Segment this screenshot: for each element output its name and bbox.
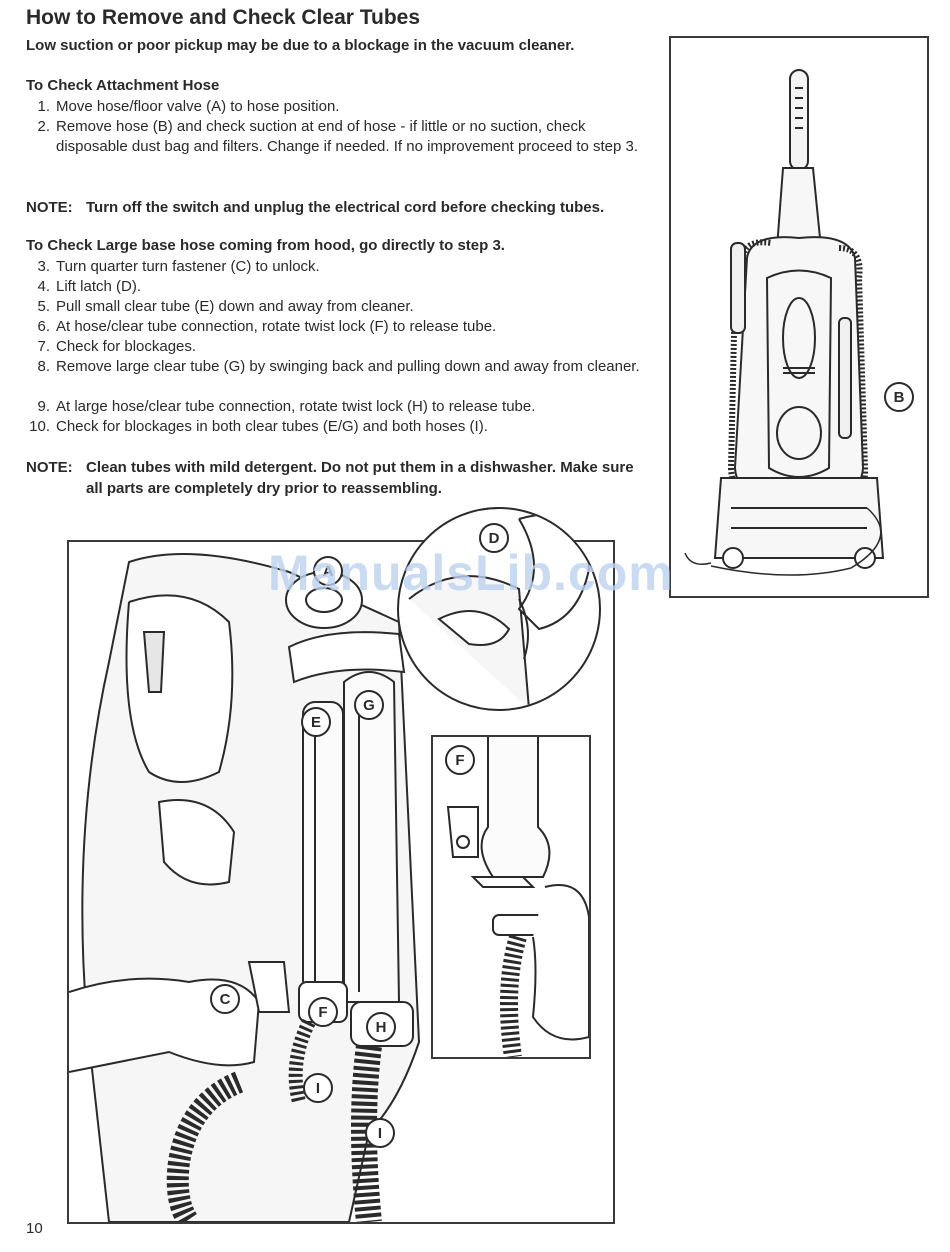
section-heading-attachment-hose: To Check Attachment Hose — [26, 77, 220, 94]
tubes-illustration-frame: A E G C F H I I — [67, 540, 615, 1224]
list-item: 7.Check for blockages. — [37, 338, 197, 355]
list-item: 2.Remove hose (B) and check suction at e… — [37, 118, 639, 155]
callout-f-inset: F — [445, 745, 475, 775]
list-item: 4.Lift latch (D). — [37, 278, 142, 295]
vacuum-tubes-illustration — [69, 553, 430, 1222]
list-item: 1.Move hose/floor valve (A) to hose posi… — [37, 98, 340, 115]
vacuum-illustration-frame: B — [669, 36, 929, 598]
callout-i-left: I — [303, 1073, 333, 1103]
upright-vacuum-illustration — [684, 69, 885, 576]
callout-c: C — [210, 984, 240, 1014]
list-item: 3.Turn quarter turn fastener (C) to unlo… — [37, 258, 320, 275]
callout-f-main: F — [308, 997, 338, 1027]
list-item: 5.Pull small clear tube (E) down and awa… — [37, 298, 414, 315]
page-title: How to Remove and Check Clear Tubes — [26, 6, 421, 29]
callout-h: H — [366, 1012, 396, 1042]
callout-b: B — [884, 382, 914, 412]
callout-g: G — [354, 690, 384, 720]
watermark: ManualsLib.com — [268, 545, 674, 601]
callout-d: D — [479, 523, 509, 553]
page-number: 10 — [26, 1220, 43, 1237]
list-item: 8.Remove large clear tube (G) by swingin… — [37, 358, 640, 375]
list-item: 9.At large hose/clear tube connection, r… — [37, 398, 536, 415]
latch-detail-inset: D — [397, 507, 601, 711]
list-item: 10.Check for blockages in both clear tub… — [29, 418, 488, 435]
twist-lock-detail-inset: F — [431, 735, 591, 1059]
twist-lock-detail-illustration — [446, 737, 589, 1057]
note-cleaning: NOTE:Clean tubes with mild detergent. Do… — [26, 459, 634, 497]
latch-detail-illustration — [408, 513, 591, 709]
page-subtitle: Low suction or poor pickup may be due to… — [26, 37, 575, 54]
list-item: 6.At hose/clear tube connection, rotate … — [37, 318, 497, 335]
section-heading-base-hose: To Check Large base hose coming from hoo… — [26, 237, 505, 254]
note-unplug: NOTE:Turn off the switch and unplug the … — [26, 199, 605, 216]
callout-e: E — [301, 707, 331, 737]
callout-i-right: I — [365, 1118, 395, 1148]
callout-a: A — [313, 556, 343, 586]
